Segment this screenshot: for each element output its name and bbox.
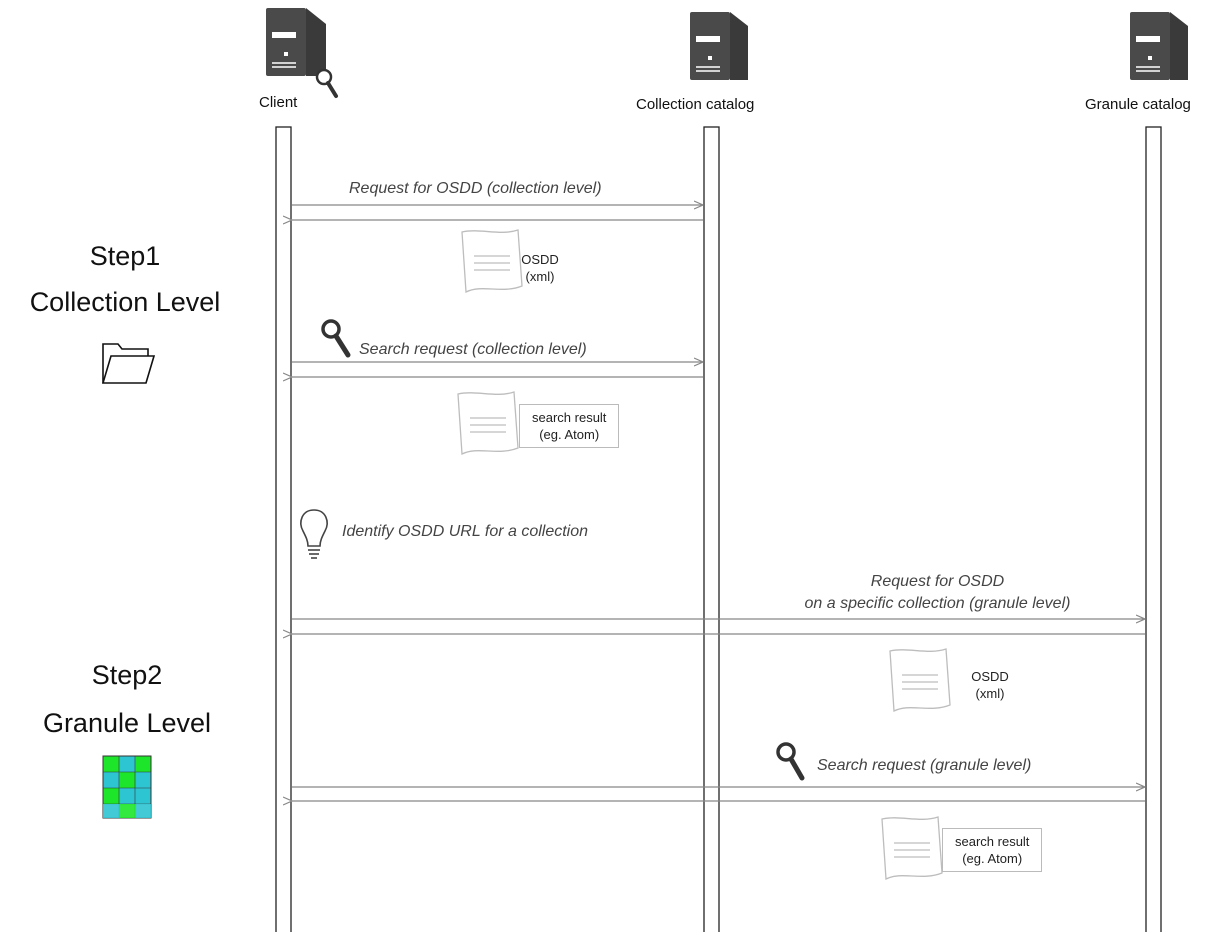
lightbulb-icon (300, 509, 328, 559)
magnifier-icon (315, 68, 338, 98)
search-icon (776, 742, 805, 781)
doc-label-line: OSDD (971, 669, 1009, 684)
message-line: on a specific collection (granule level) (804, 595, 1071, 612)
client-lifeline (275, 126, 292, 932)
client-label: Client (259, 94, 298, 111)
granule-catalog-label: Granule catalog (1085, 96, 1191, 113)
document-icon (881, 646, 951, 712)
doc-label-line: (xml) (525, 269, 555, 284)
granule-grid-icon (102, 755, 152, 819)
osdd-label-1: OSDD (xml) (510, 251, 570, 285)
granule-lifeline (1145, 126, 1162, 932)
search-result-label-2: search result (eg. Atom) (942, 828, 1043, 872)
collection-server-icon (690, 12, 748, 80)
message-request-osdd-granule: Request for OSDD on a specific collectio… (760, 571, 1115, 615)
step2-title: Step2 (91, 660, 163, 690)
document-icon (873, 814, 943, 880)
step1-subtitle: Collection Level (29, 287, 221, 317)
doc-label-line: (xml) (975, 686, 1005, 701)
doc-label-line: search result (955, 834, 1030, 849)
doc-label-line: (eg. Atom) (539, 427, 600, 442)
message-line: Request for OSDD (870, 573, 1005, 590)
document-icon (449, 389, 519, 455)
doc-label-line: OSDD (521, 252, 559, 267)
osdd-label-2: OSDD (xml) (960, 668, 1020, 702)
step2-subtitle: Granule Level (42, 708, 212, 738)
collection-lifeline (703, 126, 720, 932)
folder-icon (101, 343, 156, 384)
search-icon (321, 319, 351, 358)
search-result-label-1: search result (eg. Atom) (519, 404, 620, 448)
collection-catalog-label: Collection catalog (636, 96, 755, 113)
message-search-collection: Search request (collection level) (359, 341, 587, 358)
step1-title: Step1 (89, 241, 161, 271)
doc-label-line: (eg. Atom) (962, 851, 1023, 866)
doc-label-line: search result (532, 410, 607, 425)
client-server-icon (266, 8, 326, 76)
granule-server-icon (1130, 12, 1188, 80)
message-request-osdd-collection: Request for OSDD (collection level) (349, 180, 602, 197)
message-search-granule: Search request (granule level) (817, 757, 1032, 774)
message-identify: Identify OSDD URL for a collection (342, 523, 589, 540)
